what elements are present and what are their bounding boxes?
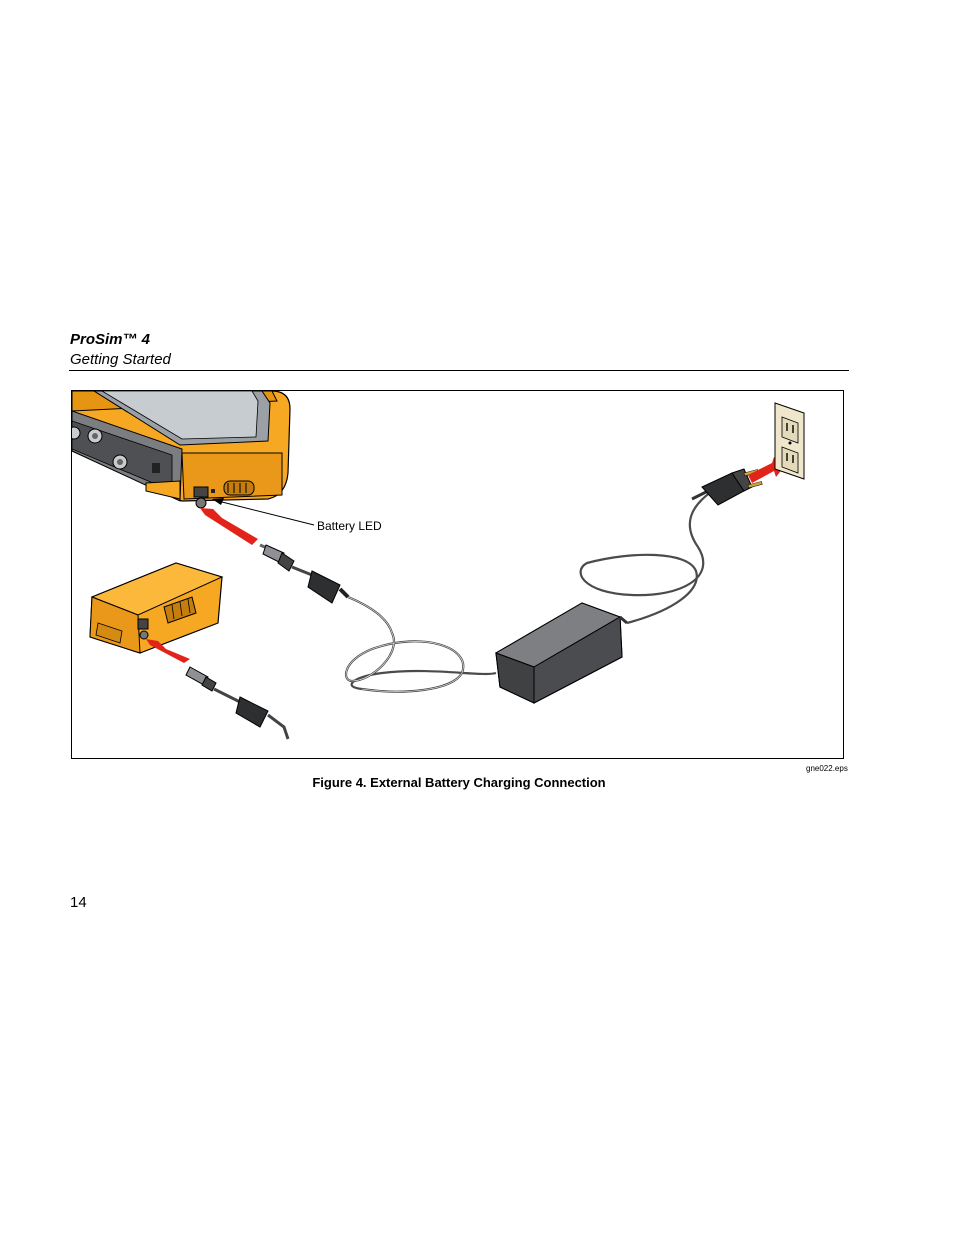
figure-illustration: Battery LED (71, 390, 844, 759)
ferrite-choke-icon (235, 696, 269, 728)
header-divider (69, 370, 849, 371)
figure-file-id: gne022.eps (806, 764, 848, 773)
ac-plug-icon (691, 468, 763, 506)
page-number: 14 (70, 894, 87, 911)
insert-arrow-icon (146, 639, 190, 663)
wall-outlet-icon (774, 402, 805, 480)
insert-arrow-icon (200, 508, 258, 545)
header-product-title: ProSim™ 4 (70, 331, 151, 348)
battery-led-label: Battery LED (317, 519, 382, 533)
battery-led-pointer (212, 498, 315, 526)
battery-pack-icon (89, 562, 224, 654)
prosim-device-icon (72, 391, 291, 509)
header-section-title: Getting Started (70, 351, 171, 368)
figure-caption: Figure 4. External Battery Charging Conn… (312, 775, 606, 790)
charging-diagram (72, 391, 805, 740)
dc-plug-icon (259, 543, 295, 572)
ferrite-choke-icon (307, 570, 350, 604)
dc-plug-icon (185, 666, 217, 692)
power-adapter-icon (494, 602, 628, 704)
